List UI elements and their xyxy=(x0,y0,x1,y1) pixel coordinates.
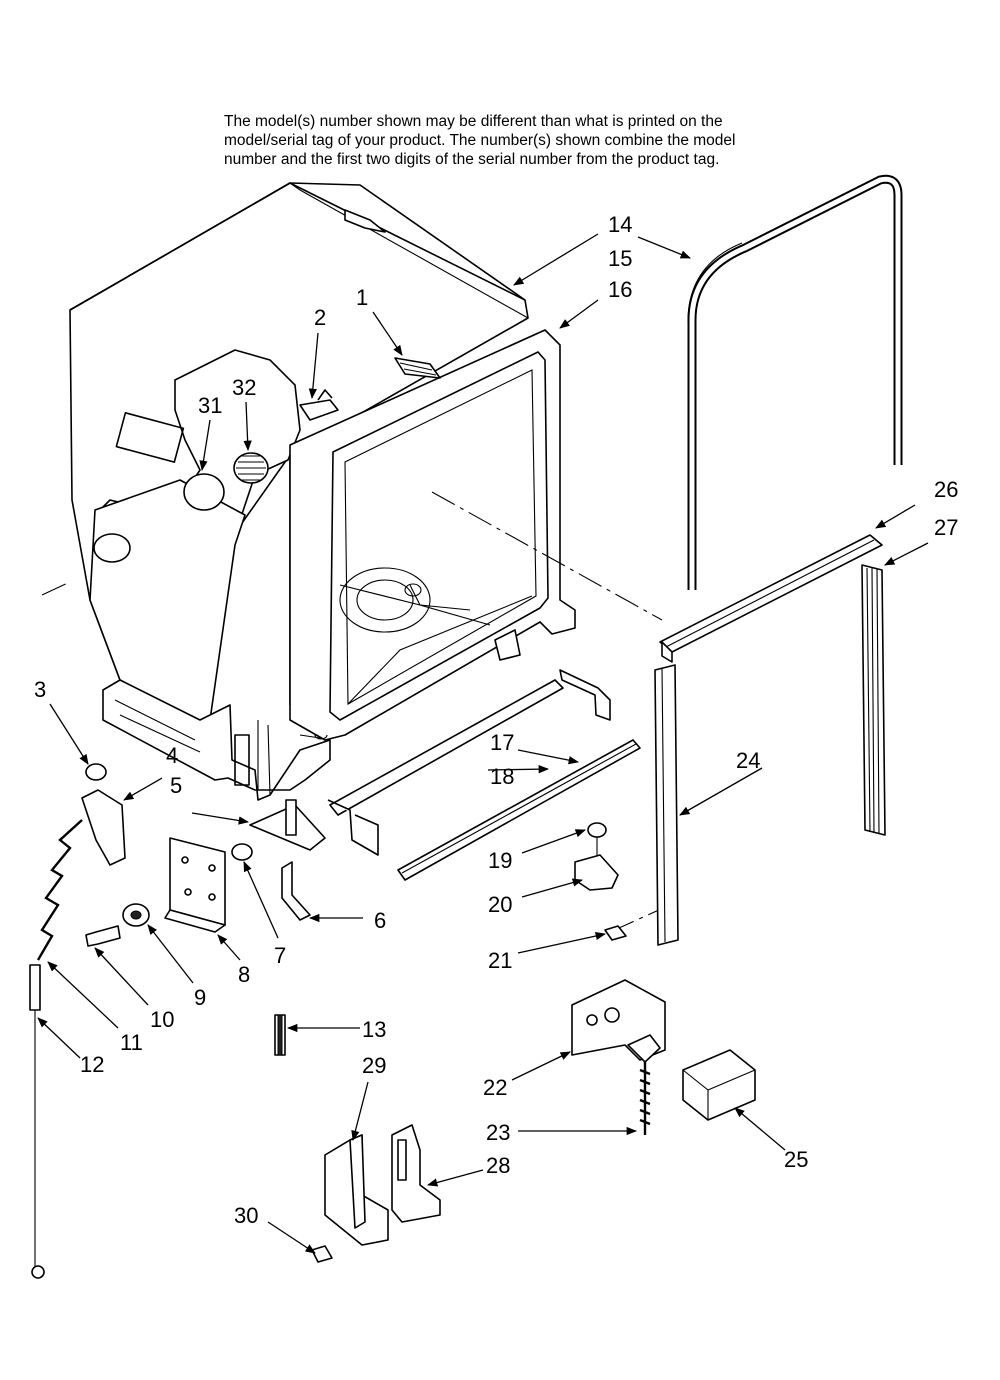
callout-2: 2 xyxy=(314,305,326,330)
note-line-3: number and the first two digits of the s… xyxy=(224,151,720,168)
callout-3: 3 xyxy=(34,677,46,702)
callout-9: 9 xyxy=(194,985,206,1010)
callout-19: 19 xyxy=(488,848,512,873)
door-spring xyxy=(36,819,83,961)
callout-4: 4 xyxy=(166,743,178,768)
callout-30: 30 xyxy=(234,1203,258,1228)
hinge-bracket xyxy=(81,789,126,866)
door-gasket xyxy=(687,174,903,590)
hinge-clip xyxy=(281,861,311,921)
callout-24: 24 xyxy=(736,748,760,773)
toe-panel-bracket xyxy=(391,1124,441,1223)
pivot-pin xyxy=(85,925,121,947)
spring-link xyxy=(29,964,45,1279)
callout-28: 28 xyxy=(486,1153,510,1178)
callout-5: 5 xyxy=(170,773,182,798)
tub-front-opening xyxy=(329,351,549,721)
vent-grille xyxy=(233,452,269,484)
callout-15: 15 xyxy=(608,246,632,271)
leg-cover xyxy=(682,1049,756,1121)
upper-rail xyxy=(397,739,641,881)
callout-11: 11 xyxy=(120,1030,143,1055)
note-line-2: model/serial tag of your product. The nu… xyxy=(224,132,736,149)
top-hinge-clip xyxy=(299,399,339,421)
side-trim-right xyxy=(861,564,886,836)
callout-1: 1 xyxy=(356,285,368,310)
callout-18: 18 xyxy=(490,764,514,789)
callout-7: 7 xyxy=(274,943,286,968)
callout-13: 13 xyxy=(362,1017,386,1042)
leveling-screw xyxy=(587,822,607,838)
front-leg-bracket xyxy=(571,979,666,1063)
bushing xyxy=(231,843,253,861)
top-strip xyxy=(659,534,883,663)
callout-27: 27 xyxy=(934,515,958,540)
callout-31: 31 xyxy=(198,393,222,418)
callout-29: 29 xyxy=(362,1053,386,1078)
leveling-leg xyxy=(639,1062,651,1135)
callout-12: 12 xyxy=(80,1052,104,1077)
drain-port xyxy=(93,533,131,563)
model-number-note: The model(s) number shown may be differe… xyxy=(224,112,824,169)
callout-26: 26 xyxy=(934,477,958,502)
callout-16: 16 xyxy=(608,277,632,302)
callout-17: 17 xyxy=(490,730,514,755)
tub-base-bracket xyxy=(102,679,331,801)
callout-32: 32 xyxy=(232,375,256,400)
mounting-screw xyxy=(604,925,627,941)
callout-numbers: 14 15 16 1 2 32 31 26 27 3 4 5 17 18 24 … xyxy=(34,212,958,1228)
leg-bracket xyxy=(574,854,619,891)
callout-6: 6 xyxy=(374,908,386,933)
side-trim-left xyxy=(654,664,679,946)
note-line-1: The model(s) number shown may be differe… xyxy=(224,113,723,130)
side-panel xyxy=(324,1134,389,1246)
tub-assembly xyxy=(69,182,576,801)
callout-10: 10 xyxy=(150,1007,174,1032)
callout-21: 21 xyxy=(488,948,512,973)
latch-strike xyxy=(394,357,441,379)
vent-opening xyxy=(183,473,225,511)
panel-screw xyxy=(311,1245,333,1263)
callout-20: 20 xyxy=(488,892,512,917)
callout-8: 8 xyxy=(238,962,250,987)
leader-lines xyxy=(37,233,929,1254)
callout-14: 14 xyxy=(608,212,632,237)
callout-22: 22 xyxy=(483,1075,507,1100)
lower-rail xyxy=(327,669,611,856)
callout-25: 25 xyxy=(784,1147,808,1172)
plug xyxy=(85,763,107,781)
callout-23: 23 xyxy=(486,1120,510,1145)
mounting-plate xyxy=(164,837,226,933)
